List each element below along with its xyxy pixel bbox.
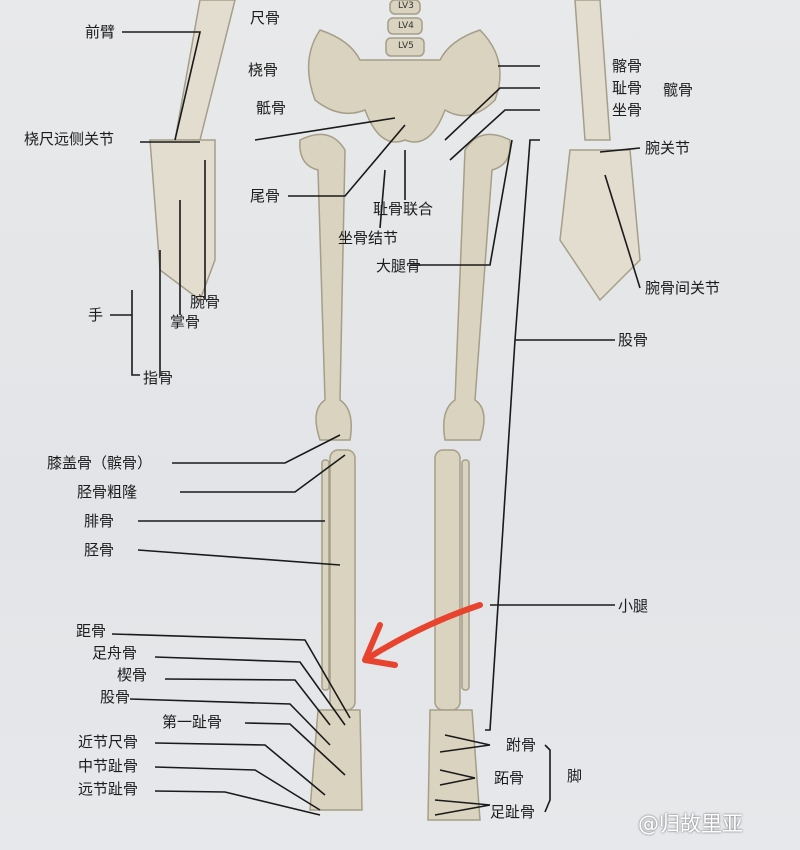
vertebra-label: LV4 — [398, 21, 414, 31]
left-tibia — [329, 449, 356, 711]
label-hand: 手 — [88, 306, 104, 324]
label-ischial-tuberosity: 坐骨结节 — [338, 229, 399, 247]
label-thigh-bone: 大腿骨 — [376, 257, 422, 275]
label-femur: 股骨 — [618, 331, 649, 349]
label-phalanges: 指骨 — [143, 369, 174, 387]
label-wrist-joint: 腕关节 — [645, 139, 691, 157]
label-fibula: 腓骨 — [84, 512, 115, 530]
right-fibula — [461, 459, 470, 691]
right-femur — [443, 133, 511, 441]
left-femur — [299, 133, 352, 441]
label-foot: 脚 — [567, 767, 583, 785]
label-distal-radioulnar-joint: 桡尺远侧关节 — [24, 130, 115, 148]
label-tibia: 胫骨 — [84, 541, 115, 559]
right-tibia — [434, 449, 461, 711]
label-pubis: 耻骨 — [612, 79, 643, 97]
left-arm — [174, 0, 236, 141]
label-metacarpals: 掌骨 — [170, 313, 201, 331]
label-proximal-phalanx: 近节尺骨 — [78, 733, 139, 751]
label-pubic-symphysis: 耻骨联合 — [373, 200, 434, 218]
pelvis — [307, 29, 501, 143]
label-forearm: 前臂 — [85, 23, 116, 41]
right-foot — [427, 709, 481, 821]
red-arrow-annotation — [362, 602, 483, 668]
left-hand — [149, 139, 216, 302]
label-intercarpal-joint: 腕骨间关节 — [645, 279, 721, 297]
label-first-toe: 第一趾骨 — [162, 713, 223, 731]
label-coccyx: 尾骨 — [250, 187, 281, 205]
label-metatarsals: 跖骨 — [494, 769, 525, 787]
left-foot — [309, 709, 363, 811]
label-toes: 足趾骨 — [490, 803, 536, 821]
spine-lv4 — [387, 17, 423, 35]
label-patella: 膝盖骨（髌骨） — [47, 454, 153, 472]
label-tibial-tuberosity: 胫骨粗隆 — [77, 483, 138, 501]
watermark: @归故里亚 — [638, 812, 743, 836]
right-arm — [574, 0, 611, 141]
label-navicular: 足舟骨 — [92, 644, 138, 662]
label-talus: 距骨 — [76, 622, 107, 640]
label-ulna: 尺骨 — [250, 9, 281, 27]
label-femur-foot: 股骨 — [100, 688, 131, 706]
label-ischium: 坐骨 — [612, 101, 643, 119]
label-distal-phalanx: 远节趾骨 — [78, 780, 139, 798]
label-cuneiform: 楔骨 — [117, 666, 148, 684]
label-carpals: 腕骨 — [190, 293, 221, 311]
spine-lv5 — [385, 37, 425, 57]
right-hand — [559, 149, 641, 302]
vertebra-label: LV3 — [398, 1, 414, 11]
left-fibula — [321, 459, 330, 691]
label-hip-bone: 髋骨 — [663, 81, 694, 99]
label-lower-leg: 小腿 — [618, 597, 649, 615]
spine-lv3 — [389, 0, 421, 15]
label-tarsals: 跗骨 — [506, 736, 537, 754]
label-radius: 桡骨 — [248, 61, 279, 79]
vertebra-label: LV5 — [398, 41, 414, 51]
label-sacrum: 骶骨 — [256, 99, 287, 117]
label-middle-phalanx: 中节趾骨 — [78, 757, 139, 775]
label-ilium: 髂骨 — [612, 57, 643, 75]
